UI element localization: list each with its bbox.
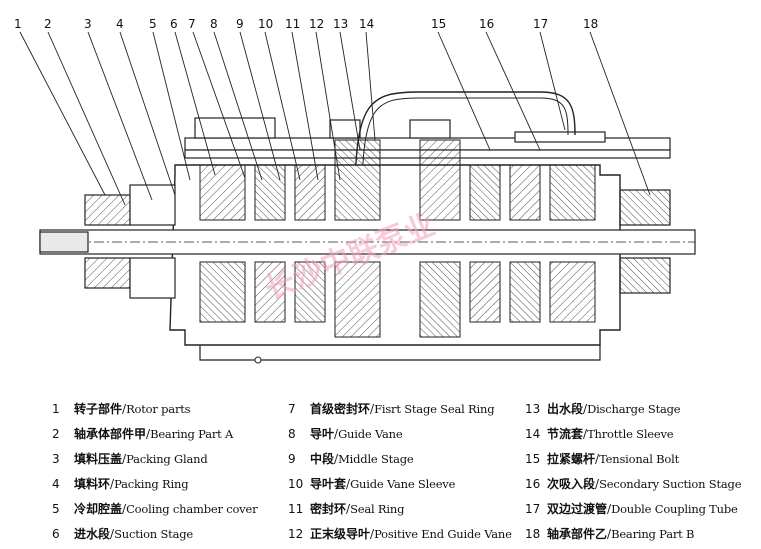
callout-9: 9 [236, 17, 244, 31]
callout-14: 14 [359, 17, 374, 31]
callout-18: 18 [583, 17, 598, 31]
balance-pipe [199, 345, 601, 361]
callout-7: 7 [188, 17, 196, 31]
callout-3: 3 [84, 17, 92, 31]
callout-12: 12 [309, 17, 324, 31]
bearing-part-a [84, 184, 176, 299]
pump-cross-section: 1 2 3 4 5 6 7 8 9 10 11 12 13 14 15 16 1… [14, 17, 696, 364]
bearing-part-b [619, 189, 671, 294]
double-coupling-tube [354, 91, 576, 201]
callout-17: 17 [533, 17, 548, 31]
rotor-shaft [39, 229, 696, 255]
callout-8: 8 [210, 17, 218, 31]
callout-11: 11 [285, 17, 300, 31]
callout-2: 2 [44, 17, 52, 31]
callout-13: 13 [333, 17, 348, 31]
callout-leaders [19, 31, 651, 206]
callout-4: 4 [116, 17, 124, 31]
stages-top [199, 139, 596, 221]
callout-numbers: 1 2 3 4 5 6 7 8 9 10 11 12 13 14 15 16 1… [14, 17, 598, 31]
callout-5: 5 [149, 17, 157, 31]
callout-10: 10 [258, 17, 273, 31]
callout-15: 15 [431, 17, 446, 31]
callout-6: 6 [170, 17, 178, 31]
callout-1: 1 [14, 17, 22, 31]
callout-16: 16 [479, 17, 494, 31]
stages-bottom [199, 261, 596, 338]
